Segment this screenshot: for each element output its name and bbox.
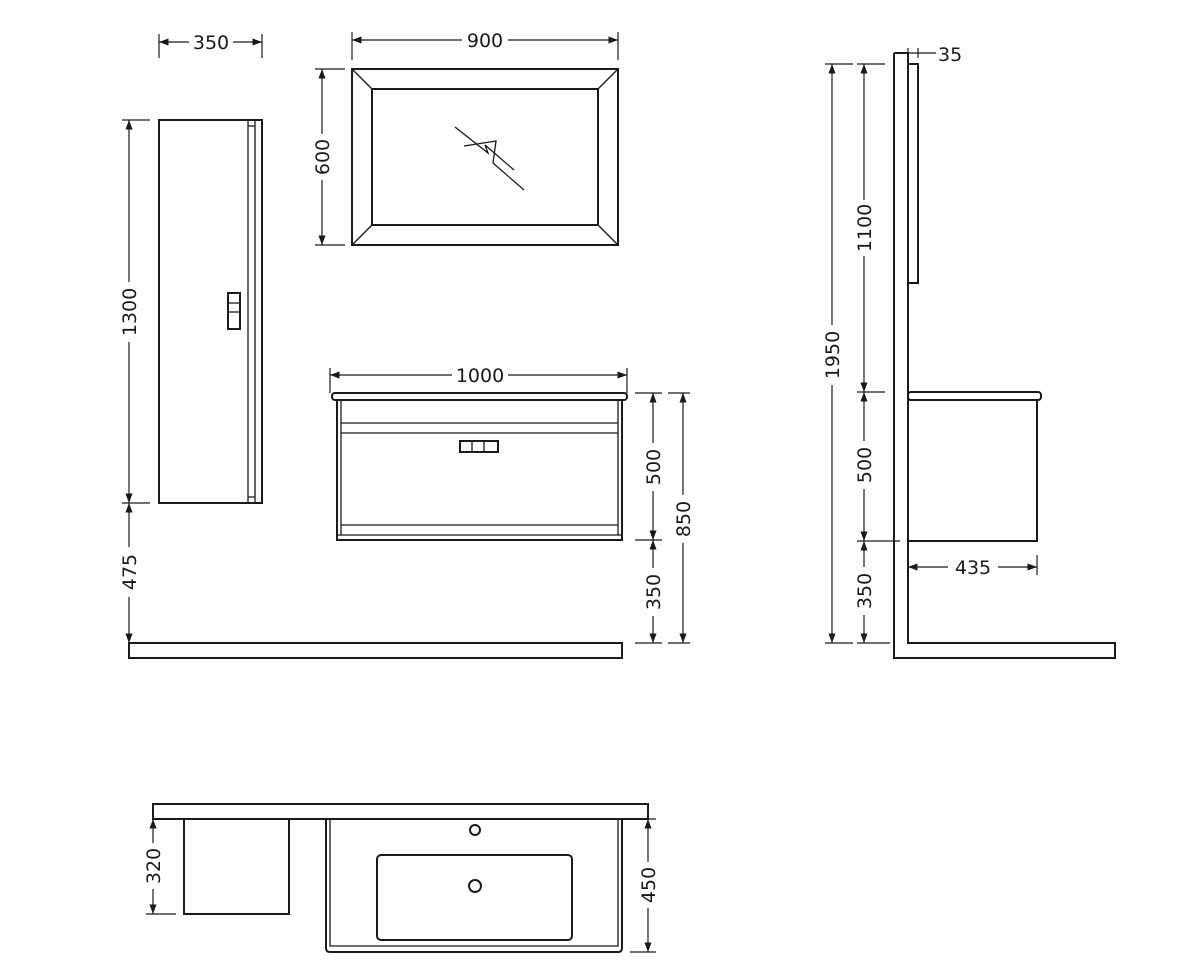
plan-vanity [325,819,623,953]
plan-tall-cabinet [183,818,290,915]
vanity-front [331,392,628,541]
tap-hole-icon [469,824,481,836]
dim-label: 350 [193,32,229,54]
dim-mirror-height: 600 [311,68,345,246]
cabinet-handle-icon [227,292,241,330]
dim-label: 1950 [822,331,844,379]
dim-vanity-width: 1000 [329,364,628,393]
drawer-handle-icon [459,440,499,453]
dim-label: 500 [643,449,665,485]
plan-basin [376,854,573,941]
dim-label: 1000 [456,365,504,387]
dim-label: 475 [119,554,141,590]
plan-view [152,803,649,953]
dim-label: 500 [854,447,876,483]
vanity-top-side [907,391,1042,401]
dim-plan-cabinet-depth: 320 [142,819,176,915]
dim-total-height: 1950 [821,63,853,644]
dim-label: 450 [638,867,660,903]
dim-label: 1100 [854,204,876,252]
dim-label: 435 [955,557,991,579]
dim-tall-cabinet-height: 1300 [118,119,150,504]
dim-label: 35 [938,44,962,66]
dim-label: 850 [673,501,695,537]
dim-label: 350 [643,574,665,610]
dim-plan-vanity-depth: 450 [620,818,660,953]
vanity-body-side [907,399,1038,542]
floor-front [128,642,623,659]
dim-label: 1300 [119,288,141,336]
dim-side-stack: 1100 500 350 [853,63,900,644]
dim-label: 600 [312,139,334,175]
dim-mirror-depth: 35 [896,44,962,66]
dim-label: 900 [467,30,503,52]
dim-label: 350 [854,573,876,609]
mirror-reflection-icon [454,126,525,191]
plan-wall-strip [152,803,649,820]
dim-label: 320 [143,848,165,884]
dim-tall-cabinet-width: 350 [158,31,263,58]
dim-mirror-width: 900 [351,29,619,60]
mirror-front [351,68,619,246]
tall-cabinet-front [158,119,263,504]
dim-vanity-height: 500 350 [635,392,665,644]
dim-tall-cabinet-clearance: 475 [118,503,141,643]
mirror-side [907,63,919,284]
drain-icon [468,879,482,893]
dim-vanity-total-height: 850 [668,392,695,644]
dim-vanity-depth-side: 435 [907,545,1038,579]
